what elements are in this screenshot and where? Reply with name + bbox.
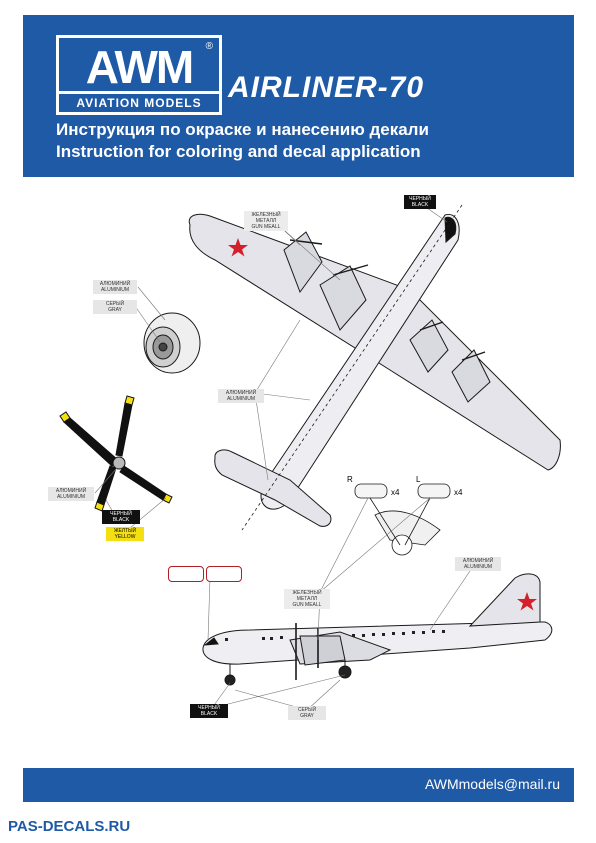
logo-subtitle: AVIATION MODELS [59,91,219,112]
red-star-wing [228,238,248,257]
engine-nacelle-4 [451,349,491,403]
watermark: PAS-DECALS.RU [8,818,131,835]
contact-email[interactable]: AWMmodels@mail.ru [424,776,560,792]
label-aluminium-engine: АЛЮМИНИЙ ALUMINIUM [93,280,137,294]
label-aluminium-wing: АЛЮМИНИЙ ALUMINIUM [218,389,264,403]
top-view-aircraft [188,204,561,531]
logo-main-text: AWM [85,41,194,93]
engine-front-view [143,312,201,374]
label-gray-bottom: СЕРЫЙ GRAY [288,706,326,720]
red-star-tail [517,592,537,611]
exhaust-right-count: x4 [391,488,400,497]
header-banner: AWM ® AVIATION MODELS AIRLINER-70 Инстру… [23,15,574,177]
engine-side [299,635,346,666]
logo-registered-mark: ® [205,41,213,52]
label-aluminium-side: АЛЮМИНИЙ ALUMINIUM [455,557,501,571]
subtitle-russian: Инструкция по окраске и нанесению декали [56,120,429,139]
propeller [59,395,173,512]
decal-sample-2 [206,566,242,582]
engine-nacelle-1 [283,231,323,294]
fuselage-side [202,621,553,665]
side-view-aircraft [202,573,553,686]
label-black-bottom: ЧЕРНЫЙ BLACK [190,704,228,718]
label-black-top: ЧЕРНЫЙ BLACK [404,195,436,209]
footer-banner: AWMmodels@mail.ru [23,768,574,802]
decal-sample-1 [168,566,204,582]
exhaust-left-tag: L [416,475,421,484]
engine-nacelle-3 [409,319,449,373]
label-gray-engine: СЕРЫЙ GRAY [93,300,137,314]
label-aluminium-prop: АЛЮМИНИЙ ALUMINIUM [48,487,94,501]
exhaust-detail [354,483,451,556]
page-title: AIRLINER-70 [228,71,425,104]
label-gunmetal-top: ЖЕЛЕЗНЫЙ МЕТАЛЛ GUN MEALL [244,211,288,231]
label-black-prop: ЧЕРНЫЙ BLACK [102,510,140,524]
cabin-windows [225,630,445,641]
nose-black-top [444,216,457,244]
awm-logo: AWM ® AVIATION MODELS [56,35,222,115]
exhaust-left-count: x4 [454,488,463,497]
label-yellow-prop: ЖЕЛТЫЙ YELLOW [106,527,144,541]
exhaust-right-tag: R [347,475,353,484]
horizontal-stabilizer [214,449,332,527]
subtitle-english: Instruction for coloring and decal appli… [56,142,421,161]
label-gunmetal-side: ЖЕЛЕЗНЫЙ МЕТАЛЛ GUN MEALL [284,589,330,609]
vertical-tail [468,573,541,627]
